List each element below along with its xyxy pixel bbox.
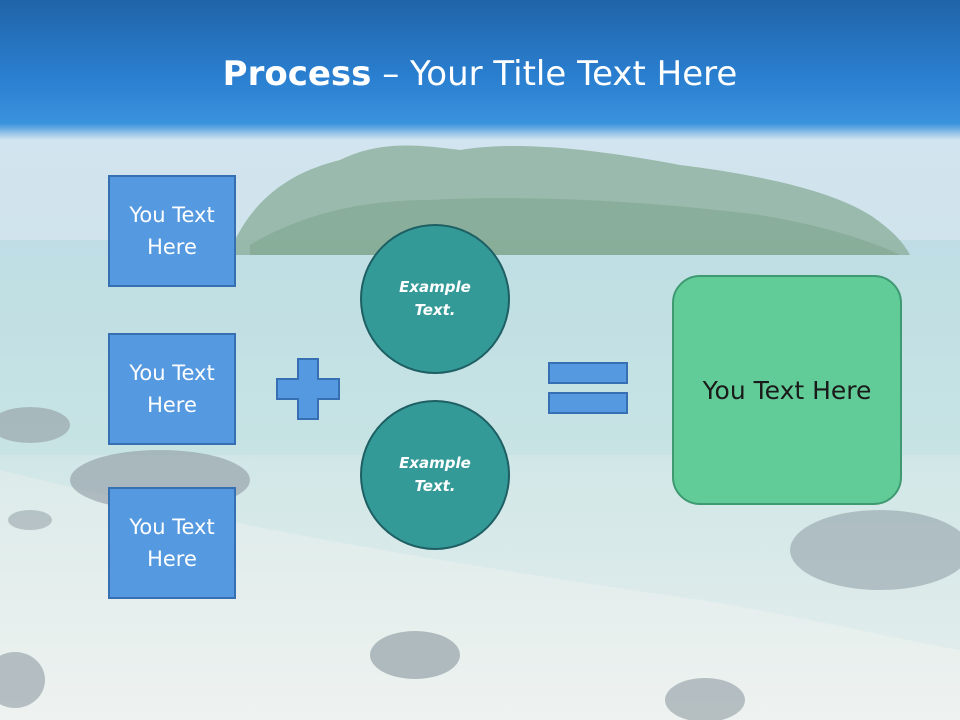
- equals-icon: [548, 362, 628, 414]
- example-circle-1-label: Example Text.: [399, 278, 471, 319]
- title-bold: Process: [222, 54, 372, 94]
- result-box[interactable]: You Text Here: [672, 275, 902, 505]
- input-box-1[interactable]: You Text Here: [108, 175, 236, 287]
- example-circle-1[interactable]: Example Text.: [360, 224, 510, 374]
- input-box-1-label: You Text Here: [129, 203, 215, 259]
- input-box-3[interactable]: You Text Here: [108, 487, 236, 599]
- input-box-2[interactable]: You Text Here: [108, 333, 236, 445]
- title-rest: Your Title Text Here: [410, 54, 738, 94]
- plus-icon: [276, 358, 340, 420]
- input-box-3-label: You Text Here: [129, 515, 215, 571]
- slide-title: Process – Your Title Text Here: [0, 52, 960, 96]
- input-box-2-label: You Text Here: [129, 361, 215, 417]
- example-circle-2-label: Example Text.: [399, 454, 471, 495]
- title-dash: –: [371, 54, 411, 94]
- example-circle-2[interactable]: Example Text.: [360, 400, 510, 550]
- result-box-label: You Text Here: [702, 375, 872, 405]
- title-bar: [0, 0, 960, 140]
